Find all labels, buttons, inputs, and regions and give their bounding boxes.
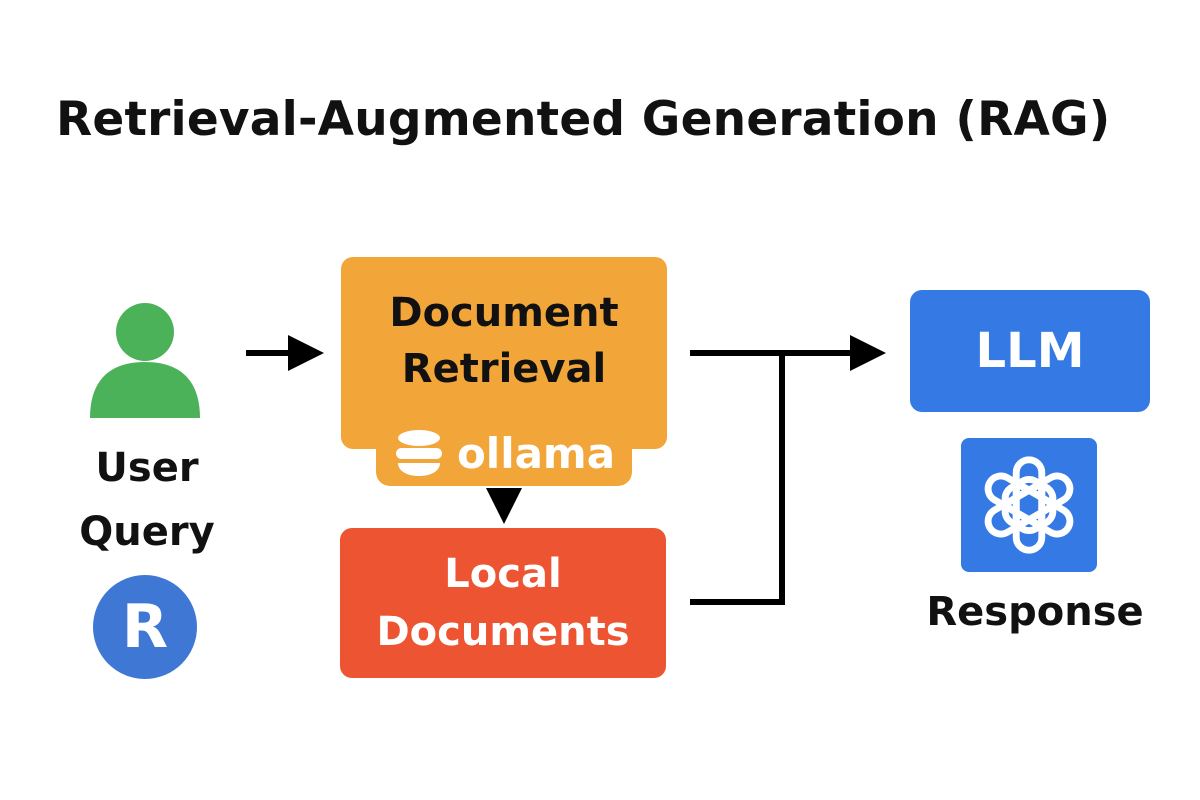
local-docs-label-line2: Documents xyxy=(376,609,630,655)
response-label: Response xyxy=(926,589,1144,635)
diagram-title: Retrieval-Augmented Generation (RAG) xyxy=(56,92,1111,147)
user-query-label: User Query xyxy=(62,436,232,564)
document-retrieval-box: Document Retrieval xyxy=(341,257,667,449)
user-label-line1: User xyxy=(95,445,199,491)
user-icon xyxy=(90,303,200,418)
local-to-junction-connector xyxy=(690,353,785,605)
ollama-text: ollama xyxy=(456,428,616,478)
r-logo-icon: R xyxy=(93,575,197,679)
ollama-icon xyxy=(395,430,442,476)
retrieval-label-line2: Retrieval xyxy=(401,346,607,392)
llm-label: LLM xyxy=(975,323,1085,379)
ollama-brand: ollama xyxy=(376,420,632,486)
openai-icon xyxy=(984,456,1074,554)
user-label-line2: Query xyxy=(79,509,215,555)
llm-box: LLM xyxy=(910,290,1150,412)
retrieval-label-line1: Document xyxy=(389,290,619,336)
openai-logo-box xyxy=(961,438,1097,572)
local-docs-label-line1: Local xyxy=(444,551,562,597)
local-documents-box: Local Documents xyxy=(340,528,666,678)
